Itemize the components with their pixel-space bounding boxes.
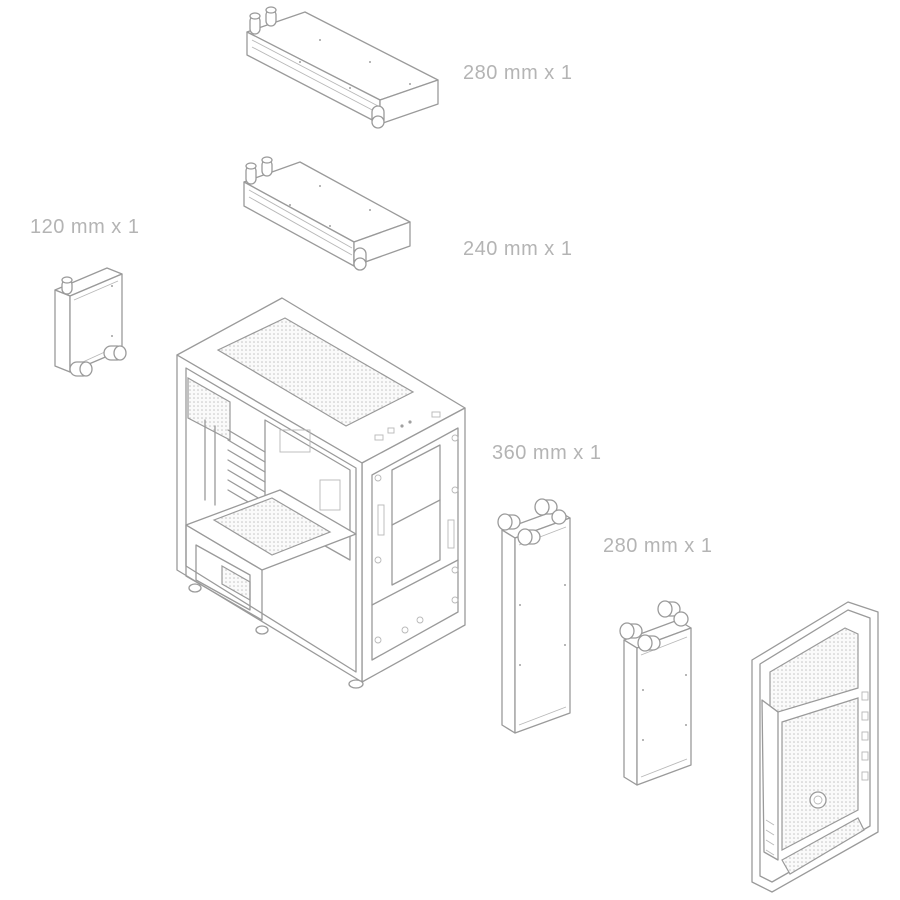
label-front-360: 360 mm x 1 [492,442,602,464]
front-panel [751,601,879,893]
label-top-240: 240 mm x 1 [463,238,573,260]
label-top-280: 280 mm x 1 [463,62,573,84]
brand-logo-icon [809,791,827,809]
front-screw-holes [374,434,459,644]
radiator-280-top [246,6,439,129]
label-front-280: 280 mm x 1 [603,535,713,557]
radiator-360-front [497,498,571,734]
radiator-120-rear [54,267,127,377]
pc-case [176,297,466,689]
label-rear-120: 120 mm x 1 [30,216,140,238]
radiator-240-top [243,156,411,271]
radiator-280-front [619,600,692,786]
expansion-slots [204,419,266,513]
